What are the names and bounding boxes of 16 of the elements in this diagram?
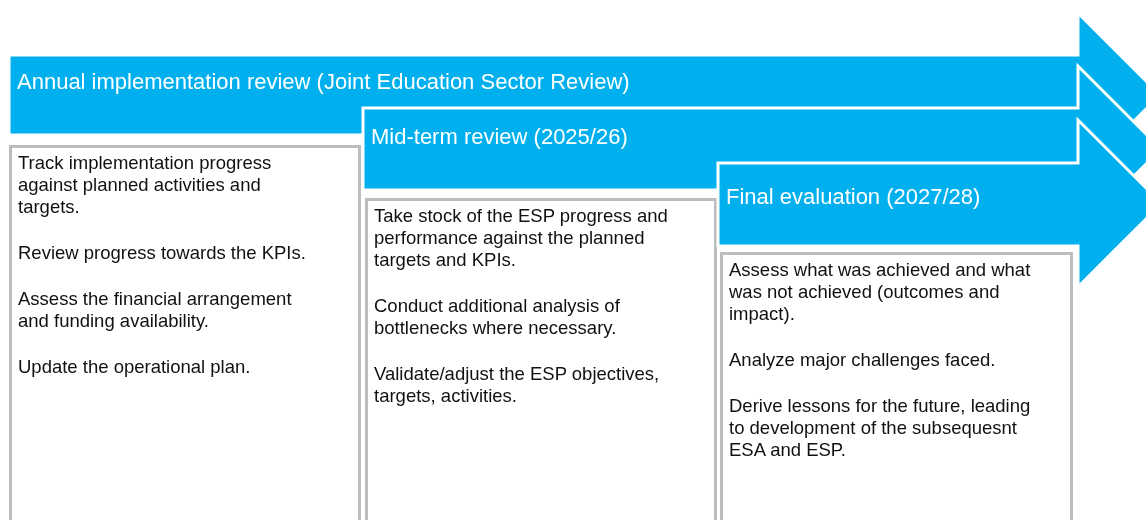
band-title: Mid-term review (2025/26) [371, 124, 628, 150]
band-title: Annual implementation review (Joint Education Sector Review) [17, 69, 630, 95]
bullet-text: Conduct additional analysis of bottlenecks where necessary. [374, 295, 621, 339]
band-title: Final evaluation (2027/28) [726, 184, 981, 210]
text-card [365, 198, 717, 520]
bullet-text: Derive lessons for the future, leading to development of the subsequesnt ESA and ESP. [729, 395, 1032, 461]
bullet-text: Track implementation progress against planned activities and targets. [18, 152, 273, 218]
bullet-text: Take stock of the ESP progress and performance against the planned targets and KPIs. [374, 205, 669, 271]
bullet-text: Review progress towards the KPIs. [18, 242, 307, 264]
bullet-text: Update the operational plan. [18, 356, 252, 378]
bullet-text: Analyze major challenges faced. [729, 349, 997, 371]
text-card [9, 145, 361, 520]
bullet-text: Assess what was achieved and what was not achieved (outcomes and impact). [729, 259, 1032, 325]
bullet-text: Assess the financial arrangement and funding availability. [18, 288, 293, 332]
bullet-text: Validate/adjust the ESP objectives, targets, activities. [374, 363, 661, 407]
text-card [720, 252, 1073, 520]
